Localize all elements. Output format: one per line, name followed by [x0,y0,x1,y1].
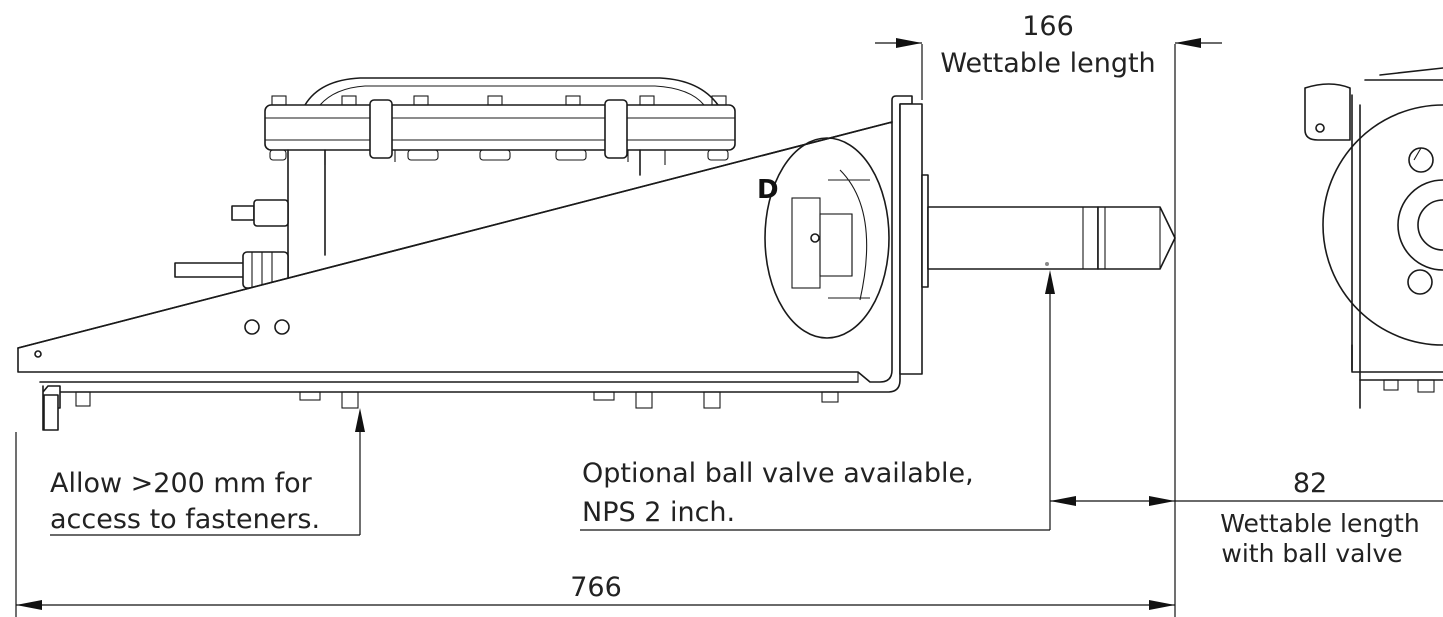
overall-length-value: 766 [570,572,622,603]
detail-label: D [757,175,779,205]
access-note-line1: Allow >200 mm for [50,468,313,499]
access-note-line2: access to fasteners. [50,504,320,535]
probe-assembly [899,103,1176,375]
base-bolts [75,391,839,409]
wettable-length-label: Wettable length [940,48,1155,79]
lower-bolts [269,149,729,161]
lid-bolts [271,95,727,106]
dimension-overall-length: 766 [15,432,1175,617]
dimension-ball-valve: 82 Wettable length with ball valve [1050,468,1443,568]
access-callout: Allow >200 mm for access to fasteners. [50,408,365,536]
ballvalve-length-label-2: with ball valve [1221,539,1402,568]
enclosure-housing [174,77,736,289]
valve-callout: Optional ball valve available, NPS 2 inc… [580,270,1055,531]
ballvalve-length-label-1: Wettable length [1220,509,1419,538]
detail-d-callout: D [757,137,890,339]
side-view [1304,67,1443,409]
wettable-length-value: 166 [1022,11,1074,42]
ballvalve-length-value: 82 [1293,468,1327,499]
dimension-wettable-length: 166 Wettable length [875,11,1222,617]
valve-note-line2: NPS 2 inch. [582,497,735,528]
valve-note-line1: Optional ball valve available, [582,458,974,489]
